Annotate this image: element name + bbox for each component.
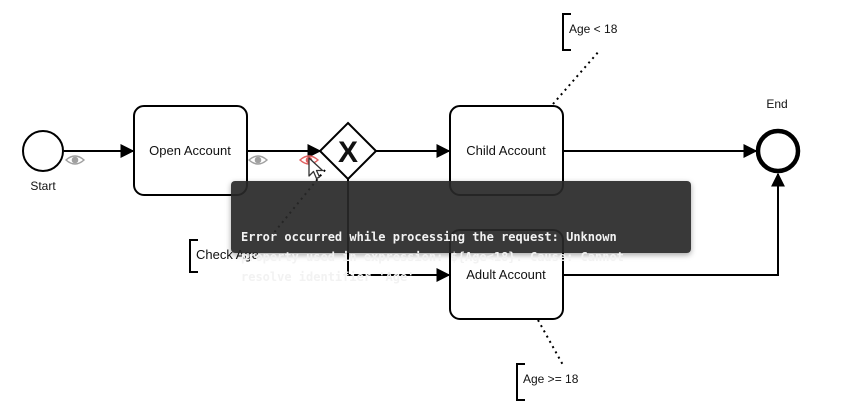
association-child-condition [552, 49, 601, 105]
open-account-task[interactable] [133, 105, 248, 196]
adult-condition-annotation[interactable]: Age >= 18 [523, 372, 579, 386]
association-adult-condition [537, 319, 564, 366]
adult-account-label: Adult Account [466, 267, 546, 282]
gateway-symbol: X [338, 136, 358, 169]
error-tooltip: Error occurred while processing the requ… [231, 181, 691, 284]
associations [267, 49, 601, 366]
end-label: End [766, 97, 787, 111]
open-account-label: Open Account [149, 143, 231, 158]
start-label: Start [30, 179, 56, 193]
error-tooltip-message: Error occurred while processing the requ… [241, 230, 624, 284]
eye-icon[interactable] [247, 155, 269, 165]
eye-icon[interactable] [64, 155, 86, 165]
end-event[interactable] [755, 128, 801, 174]
exclusive-gateway[interactable] [318, 121, 378, 181]
start-event[interactable] [22, 130, 64, 172]
child-account-label: Child Account [466, 143, 546, 158]
flow-adult-to-end[interactable] [563, 172, 785, 276]
child-condition-annotation[interactable]: Age < 18 [569, 22, 618, 36]
gateway-annotation-bracket [189, 239, 198, 273]
mouse-cursor-icon [308, 157, 324, 180]
adult-condition-bracket [516, 363, 525, 401]
child-condition-bracket [562, 13, 571, 51]
